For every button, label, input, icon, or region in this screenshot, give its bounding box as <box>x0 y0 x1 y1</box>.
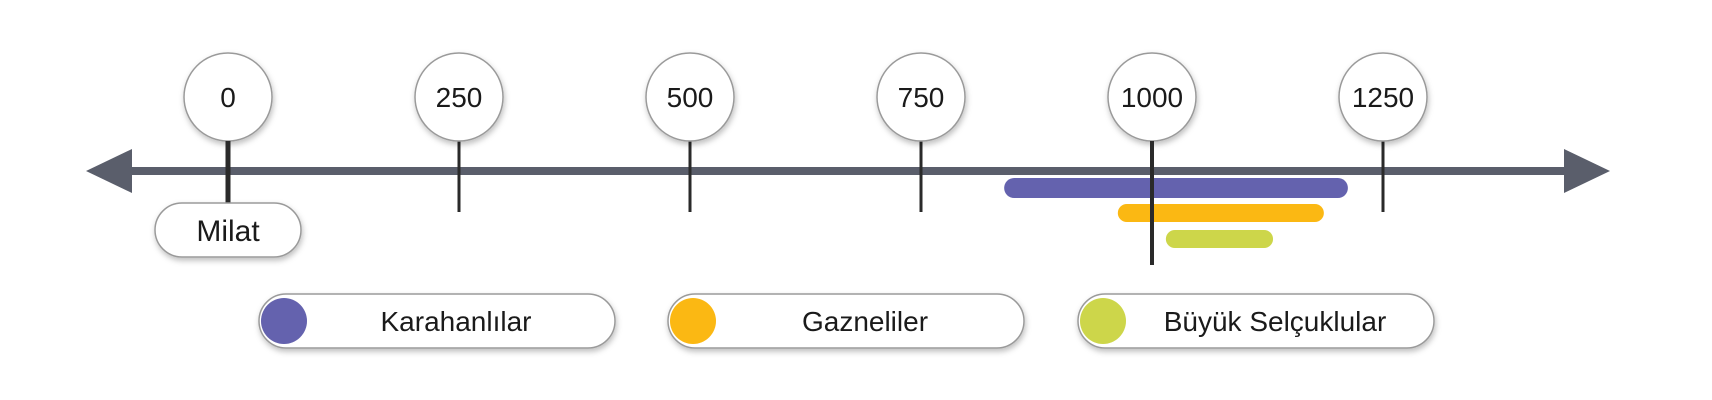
legend-label: Büyük Selçuklular <box>1164 306 1387 337</box>
tick-label-500: 500 <box>667 82 714 113</box>
milat-label-box <box>154 202 302 258</box>
legend-swatch <box>1080 298 1126 344</box>
tick-label-750: 750 <box>898 82 945 113</box>
tick-circle-500 <box>645 52 735 142</box>
legend-pill <box>258 293 616 349</box>
period-bars <box>1004 178 1348 248</box>
tick-marks: 0 250 500 750 1000 1250 <box>183 52 1428 212</box>
tick-label-250: 250 <box>436 82 483 113</box>
legend-pill <box>667 293 1025 349</box>
period-bar-2 <box>1117 204 1324 222</box>
tick-label-1000: 1000 <box>1121 82 1183 113</box>
timeline-axis <box>86 149 1610 193</box>
milat-label: Milat <box>196 215 260 248</box>
axis-right-arrow-icon <box>1564 149 1610 193</box>
legend-swatch <box>261 298 307 344</box>
legend-item-2: Gazneliler <box>667 293 1025 349</box>
tick-circle-250 <box>414 52 504 142</box>
legend-label: Gazneliler <box>802 306 928 337</box>
tick-circle-750 <box>876 52 966 142</box>
legend-item-3: Büyük Selçuklular <box>1077 293 1435 349</box>
legend-pill <box>1077 293 1435 349</box>
period-bar-3 <box>1165 230 1274 248</box>
legend-label: Karahanlılar <box>381 306 532 337</box>
tick-circle-1250 <box>1338 52 1428 142</box>
legend-item-1: Karahanlılar <box>258 293 616 349</box>
milat-marker: Milat <box>154 141 302 258</box>
legend: Karahanlılar Gazneliler Büyük Selçuklular <box>258 293 1435 349</box>
tick-label-1250: 1250 <box>1352 82 1414 113</box>
legend-swatch <box>670 298 716 344</box>
axis-left-arrow-icon <box>86 149 132 193</box>
period-bar-1 <box>1004 178 1348 198</box>
tick-label-0: 0 <box>220 82 236 113</box>
